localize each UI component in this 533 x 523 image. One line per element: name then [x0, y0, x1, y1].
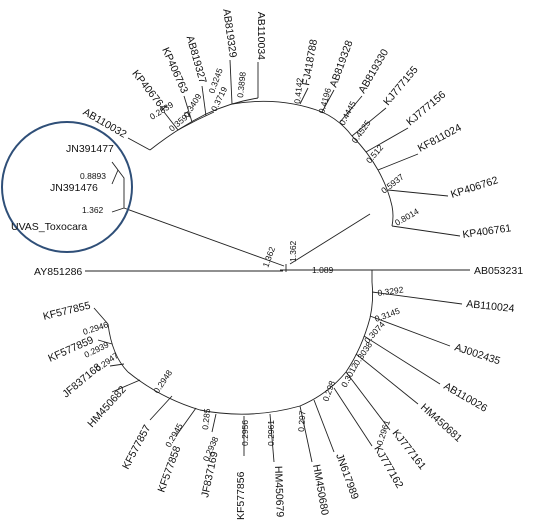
branch-kf577859 [97, 339, 113, 345]
branch-jn617989 [313, 399, 335, 453]
branch-kp406761 [391, 225, 461, 237]
lower-arc-4 [199, 405, 301, 415]
branch-kj777161 [345, 371, 391, 431]
branch-jn-clade [117, 169, 125, 208]
branch-uvas-toxocara [111, 207, 125, 213]
support-label: 0.2956 [240, 420, 250, 446]
branch-jf837169 [211, 413, 217, 433]
root-hub [280, 264, 292, 272]
support-label: 0.2961 [266, 420, 276, 446]
support-label: 1.362 [82, 205, 104, 215]
branch-toxocara-clade [123, 207, 285, 267]
tip-label: KF577856 [235, 471, 247, 520]
branch-kj777156 [365, 127, 409, 153]
upper-arc-1 [177, 111, 215, 131]
upper-arc-4 [351, 135, 379, 171]
branch-ab110032 [127, 137, 151, 151]
branch-ab819327 [201, 85, 207, 117]
branch-kj777155 [351, 107, 387, 137]
tip-label: AB110034 [255, 12, 267, 60]
branch-aj002435 [369, 315, 451, 347]
tip-label: HM450679 [272, 466, 286, 518]
branch-ab110026 [363, 335, 441, 385]
branch-kp406763 [183, 95, 193, 123]
upper-arc-5 [377, 169, 393, 207]
highlight-circle [1, 121, 133, 253]
branch-hm450682 [111, 379, 141, 393]
branch-hm450679 [269, 413, 275, 463]
support-label: 0.3292 [377, 284, 404, 298]
support-label: 0.4142 [292, 77, 305, 104]
tip-label: JN391477 [66, 143, 114, 155]
tip-label: AB053231 [474, 265, 523, 277]
tip-label: AB110024 [466, 298, 515, 315]
branch-kf577857 [149, 395, 173, 421]
branch-jn391477 [111, 161, 119, 171]
support-label: 0.285 [200, 408, 212, 430]
support-label: 0.8893 [80, 171, 106, 181]
tree-branches [85, 59, 470, 463]
branch-hm450680 [299, 405, 313, 463]
lower-arc-1 [369, 281, 374, 319]
branch-kf577855 [93, 307, 109, 325]
tip-label: UVAS_Toxocara [11, 221, 87, 233]
tip-label: JN391476 [50, 182, 98, 194]
branch-kp406762 [387, 189, 449, 197]
upper-arc-2 [231, 100, 323, 113]
branch-jf837168 [109, 363, 125, 367]
branch-kf577858 [175, 407, 197, 437]
lower-arc-2 [345, 317, 371, 373]
branch-ab110024 [371, 291, 463, 305]
branch-ab819328 [321, 89, 335, 113]
branch-jn391476 [111, 169, 119, 185]
support-label: 0.3898 [235, 71, 248, 98]
upper-arc-3 [321, 111, 353, 137]
branch-fj418788 [299, 87, 309, 105]
lower-arc-5 [127, 371, 201, 411]
branch-ab819329 [229, 59, 233, 105]
tip-label: AY851286 [34, 266, 82, 278]
support-label: 1.089 [312, 265, 334, 275]
branch-kp406764 [163, 111, 179, 131]
branch-kf811024 [377, 153, 419, 171]
lower-arc-3 [299, 371, 347, 407]
branch-hm450681 [355, 353, 419, 405]
lower-arc-6 [107, 323, 129, 373]
upper-arc-6 [391, 205, 394, 227]
branch-upper-stem [289, 213, 371, 265]
branch-ab819330 [339, 95, 363, 123]
support-label: 1.362 [288, 240, 298, 262]
branch-kj777162 [333, 387, 373, 447]
support-label: 0.297 [296, 410, 307, 432]
